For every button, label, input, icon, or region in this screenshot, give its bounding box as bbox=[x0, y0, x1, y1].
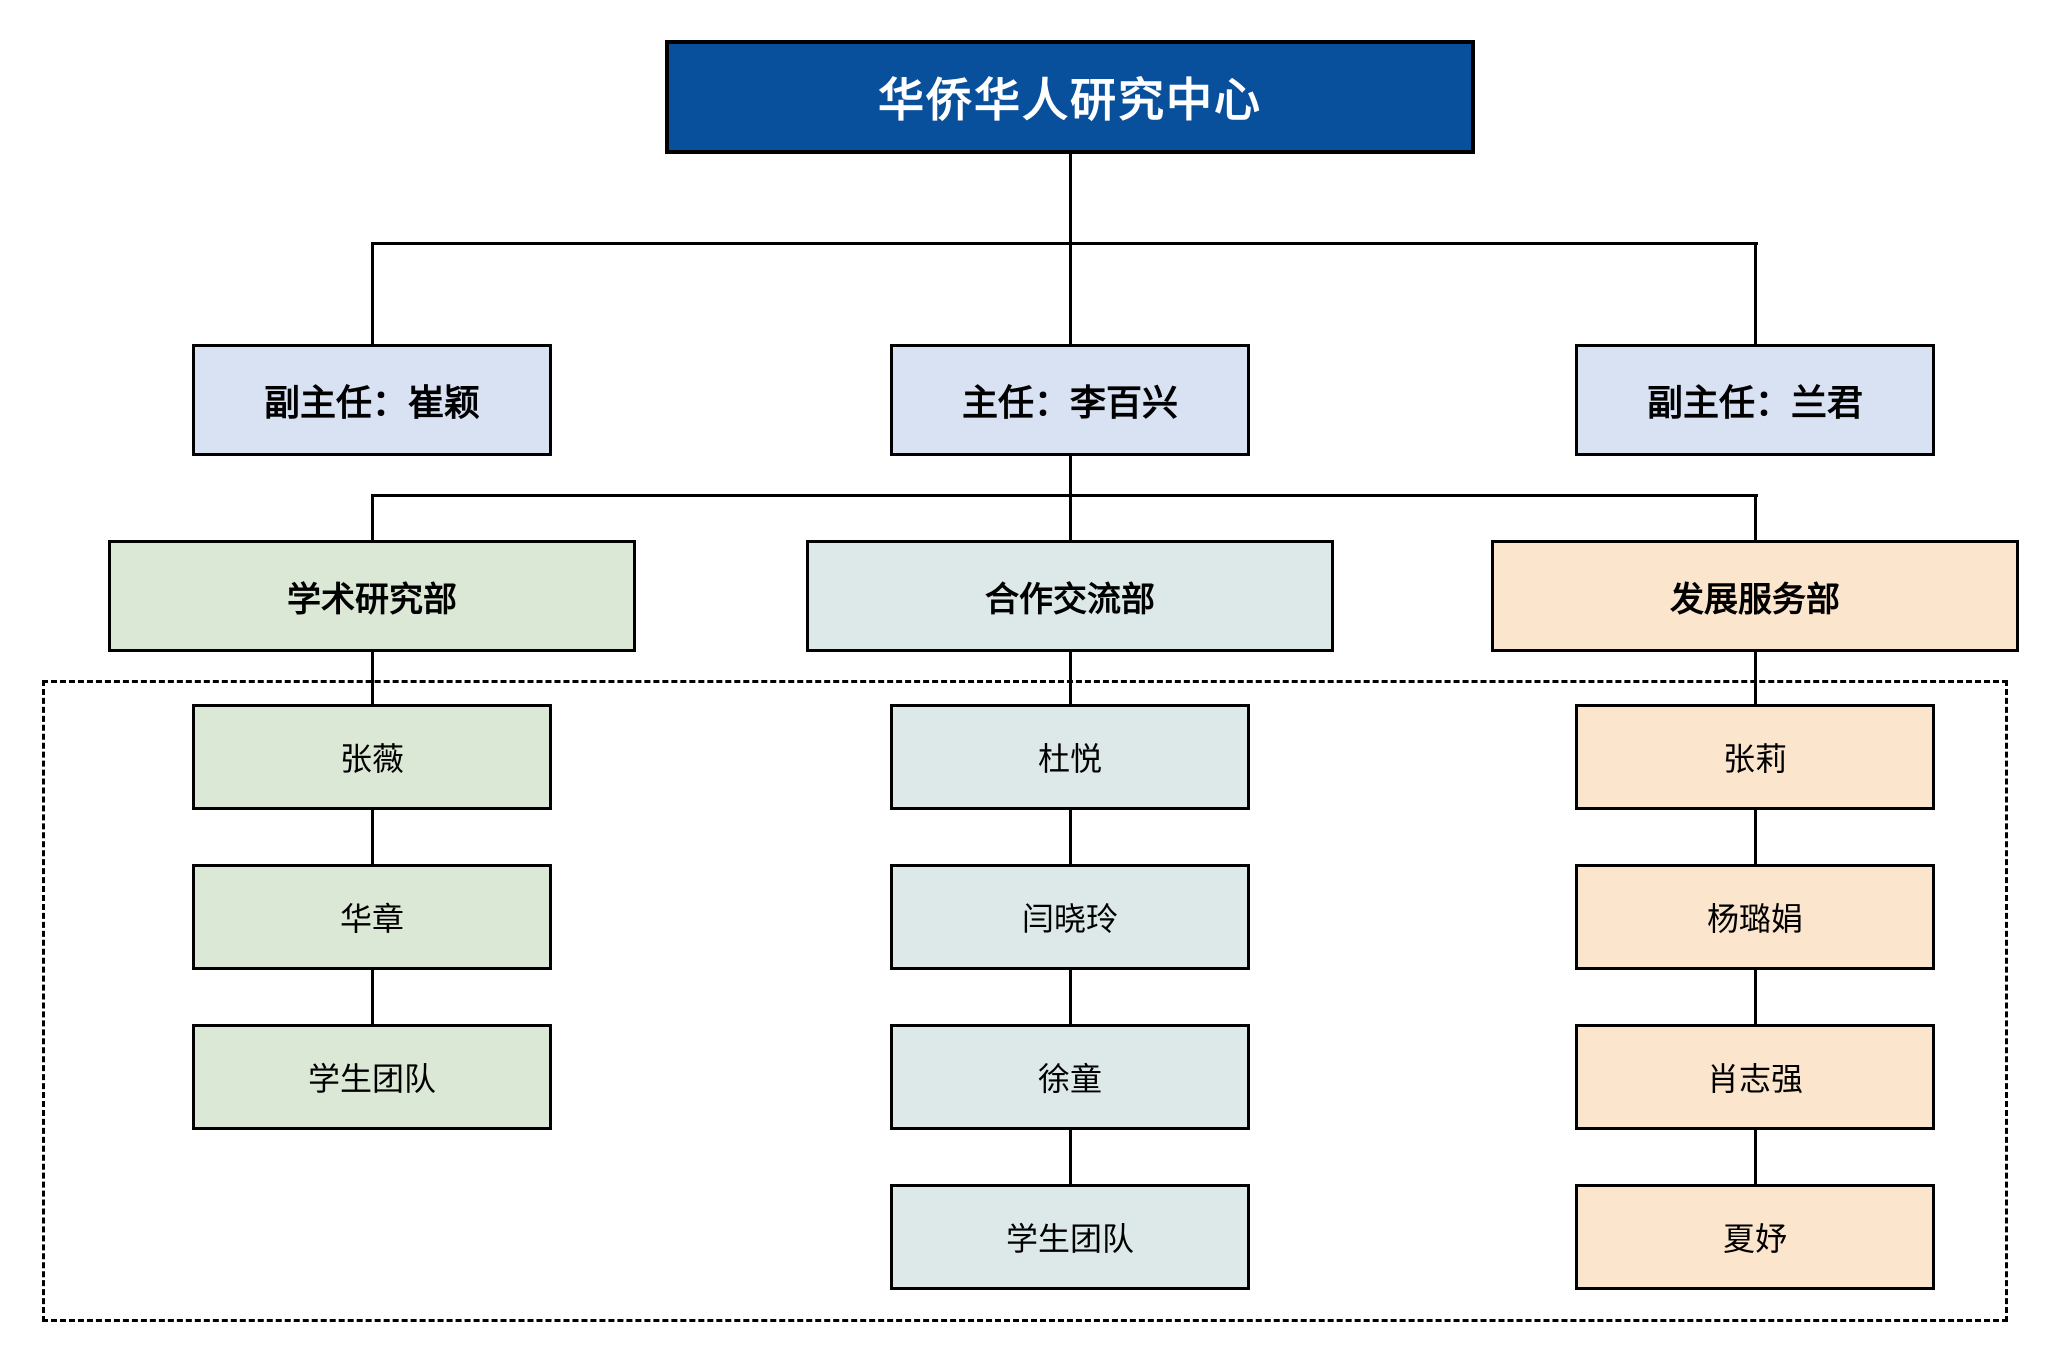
director-box-vice-right: 副主任：兰君 bbox=[1575, 344, 1935, 456]
members-region-outline bbox=[42, 680, 2008, 1322]
connector-line bbox=[1069, 808, 1072, 868]
dept-box-cooperation-exchange: 合作交流部 bbox=[806, 540, 1334, 652]
connector-line bbox=[1754, 808, 1757, 868]
connector-line bbox=[1069, 494, 1072, 542]
connector-line bbox=[371, 808, 374, 868]
dept-box-development-service: 发展服务部 bbox=[1491, 540, 2019, 652]
member-box: 张莉 bbox=[1575, 704, 1935, 810]
connector-line bbox=[1069, 650, 1072, 708]
connector-line bbox=[371, 494, 374, 542]
connector-director-vertical bbox=[1069, 456, 1072, 496]
connector-line bbox=[1069, 1128, 1072, 1188]
member-box: 学生团队 bbox=[192, 1024, 552, 1130]
member-box: 华章 bbox=[192, 864, 552, 970]
connector-line bbox=[1754, 242, 1757, 346]
connector-line bbox=[1754, 968, 1757, 1028]
member-box: 杨璐娟 bbox=[1575, 864, 1935, 970]
connector-line bbox=[1754, 494, 1757, 542]
connector-line bbox=[1754, 1128, 1757, 1188]
connector-level2-horizontal bbox=[371, 242, 1758, 245]
dept-box-academic-research: 学术研究部 bbox=[108, 540, 636, 652]
member-box: 夏妤 bbox=[1575, 1184, 1935, 1290]
member-box: 张薇 bbox=[192, 704, 552, 810]
connector-line bbox=[1069, 968, 1072, 1028]
member-box: 徐童 bbox=[890, 1024, 1250, 1130]
root-box: 华侨华人研究中心 bbox=[665, 40, 1475, 154]
connector-line bbox=[371, 242, 374, 346]
connector-line bbox=[1069, 242, 1072, 346]
member-box: 杜悦 bbox=[890, 704, 1250, 810]
connector-line bbox=[1754, 650, 1757, 708]
connector-line bbox=[371, 968, 374, 1028]
director-box-main: 主任：李百兴 bbox=[890, 344, 1250, 456]
member-box: 肖志强 bbox=[1575, 1024, 1935, 1130]
member-box: 闫晓玲 bbox=[890, 864, 1250, 970]
connector-level3-horizontal bbox=[371, 494, 1758, 497]
connector-root-vertical bbox=[1069, 154, 1072, 244]
member-box: 学生团队 bbox=[890, 1184, 1250, 1290]
director-box-vice-left: 副主任：崔颖 bbox=[192, 344, 552, 456]
connector-line bbox=[371, 650, 374, 708]
